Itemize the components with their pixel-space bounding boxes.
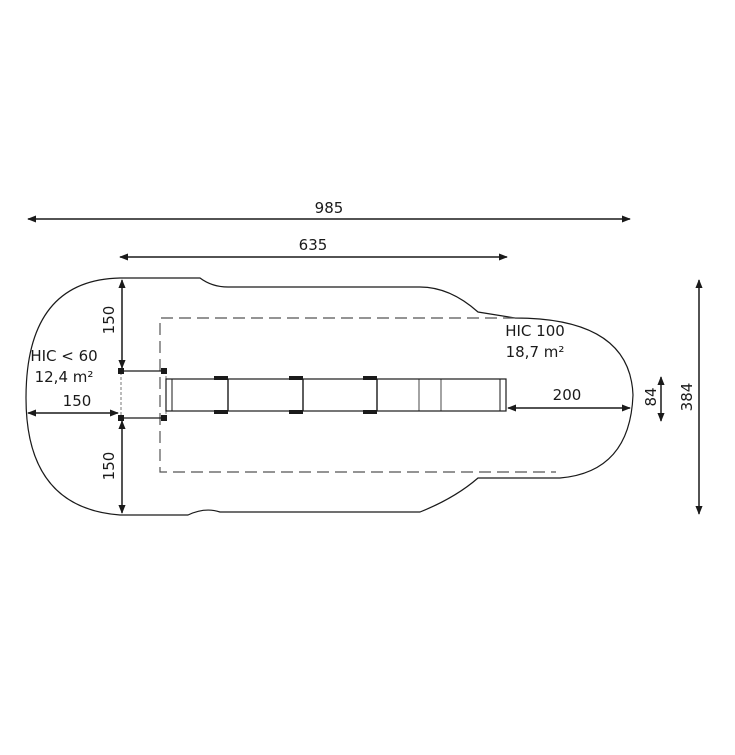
- zone-high-hic: HIC 100: [505, 322, 565, 340]
- platform-tower: [118, 368, 167, 421]
- zone-high-area: 18,7 m²: [506, 343, 565, 361]
- hic-100-zone-boundary: [159, 317, 556, 473]
- safety-surface-outline: [25, 277, 634, 516]
- dim-label-top-150: 150: [100, 306, 118, 335]
- dim-label-200: 200: [553, 386, 582, 404]
- dim-label-84: 84: [642, 387, 660, 406]
- dim-label-left-150: 150: [63, 392, 92, 410]
- slide-chute: [165, 376, 507, 414]
- zone-low-hic: HIC < 60: [30, 347, 97, 365]
- dim-label-bottom-150: 150: [100, 452, 118, 481]
- zone-low-area: 12,4 m²: [35, 368, 94, 386]
- dim-label-635: 635: [299, 236, 328, 254]
- dim-label-985: 985: [315, 199, 344, 217]
- dim-label-384: 384: [678, 383, 696, 412]
